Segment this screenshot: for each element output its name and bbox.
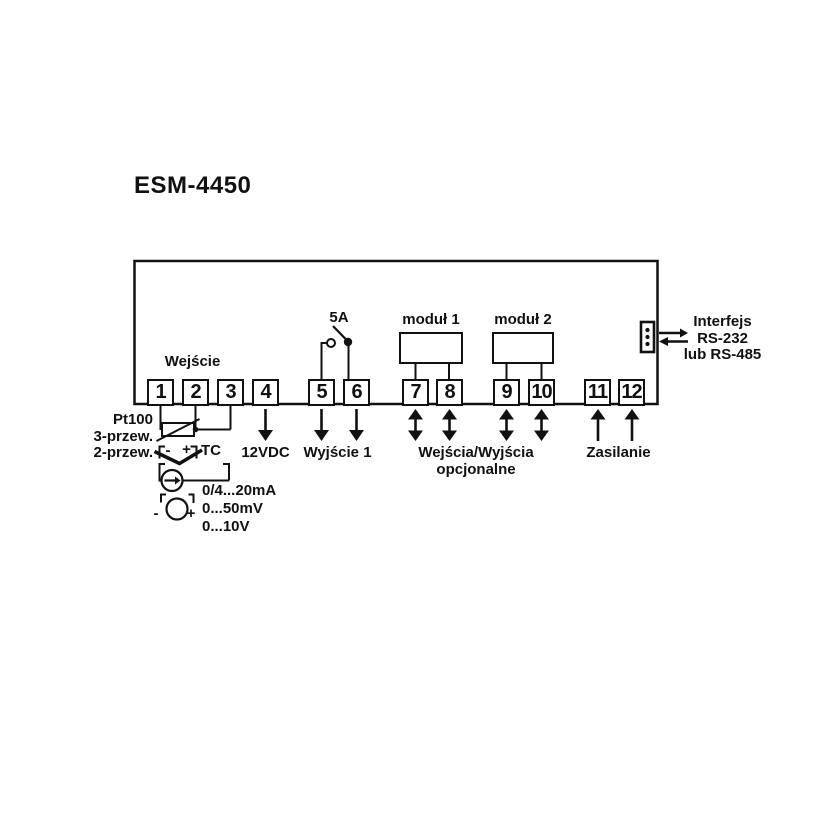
- junction-dot: [192, 426, 199, 433]
- interface-line1: Interfejs: [693, 313, 752, 330]
- down-arrow-icon: [499, 430, 514, 441]
- arrow-out-icon: [680, 328, 688, 338]
- v-range-label: 0...10V: [202, 518, 250, 535]
- pt100-label: Pt100: [112, 411, 153, 428]
- down-arrow-icon: [258, 430, 273, 441]
- terminal-4: 4: [252, 379, 279, 406]
- relay-contact-symbol: [320, 325, 353, 379]
- arrow-in-icon: [659, 337, 668, 346]
- bidirectional-arrows: [408, 409, 549, 441]
- up-arrow-icon: [624, 409, 640, 420]
- pt100-3wire-label: 3-przew.: [93, 427, 153, 445]
- device-enclosure-outline: [133, 259, 659, 406]
- module1-block: [399, 332, 463, 379]
- voltage-plus-sign: +: [186, 505, 196, 522]
- module1-label: moduł 1: [402, 311, 460, 328]
- serial-data-arrows: [659, 328, 688, 346]
- pt100-caption: Pt100 3-przew. 2-przew.: [63, 411, 153, 462]
- terminal-12: 12: [618, 379, 645, 406]
- voltage-source-symbol: [160, 493, 195, 521]
- terminal-3: 3: [217, 379, 244, 406]
- terminal-6: 6: [343, 379, 370, 406]
- up-arrow-icon: [442, 409, 457, 420]
- up-arrow-icon: [534, 409, 549, 420]
- tc-junction-chevron: [153, 448, 203, 466]
- down-arrow-icon: [349, 430, 364, 441]
- relay-rating-label: 5A: [329, 309, 349, 326]
- interface-line3: lub RS-485: [683, 346, 762, 363]
- tc-plus-sign: +: [182, 441, 191, 458]
- interface-line2: RS-232: [697, 329, 748, 347]
- terminal-10: 10: [528, 379, 555, 406]
- down-arrow-icon: [442, 430, 457, 441]
- power-arrows: [590, 409, 640, 441]
- input-label: Wejście: [164, 353, 221, 370]
- power-supply-label: Zasilanie: [586, 444, 651, 461]
- tc-minus-sign: -: [165, 442, 171, 459]
- terminal-5: 5: [308, 379, 335, 406]
- power-12vdc-label: 12VDC: [241, 444, 290, 461]
- terminal-8: 8: [436, 379, 463, 406]
- optional-io-line1: Wejścia/Wyjścia: [418, 444, 534, 461]
- module2-label: moduł 2: [494, 311, 552, 328]
- terminal-11: 11: [584, 379, 611, 406]
- pt100-2wire-label: 2-przew.: [93, 444, 153, 461]
- terminal-1: 1: [147, 379, 174, 406]
- pt100-wiring: [156, 405, 232, 442]
- down-arrow-icon: [534, 430, 549, 441]
- contact-pivot: [343, 337, 353, 347]
- down-arrow-icon: [314, 430, 329, 441]
- optional-io-caption: Wejścia/Wyjścia opcjonalne: [396, 444, 556, 478]
- down-arrows: [258, 409, 364, 441]
- mv-range-label: 0...50mV: [202, 500, 263, 517]
- serial-connector: [639, 320, 656, 354]
- up-arrow-icon: [499, 409, 514, 420]
- down-arrow-icon: [408, 430, 423, 441]
- serial-interface-caption: Interfejs RS-232 lub RS-485: [655, 313, 790, 364]
- terminal-2: 2: [182, 379, 209, 406]
- thermocouple-symbol: [153, 445, 203, 466]
- current-arrow-icon: [175, 476, 181, 485]
- up-arrow-icon: [408, 409, 423, 420]
- output1-label: Wyjście 1: [303, 444, 372, 461]
- contact-fixed-pole: [326, 338, 336, 348]
- module2-block: [492, 332, 554, 379]
- voltage-minus-sign: -: [153, 505, 159, 522]
- page-title: ESM-4450: [134, 172, 252, 199]
- terminal-7: 7: [402, 379, 429, 406]
- terminal-9: 9: [493, 379, 520, 406]
- up-arrow-icon: [590, 409, 606, 420]
- optional-io-line2: opcjonalne: [436, 460, 516, 478]
- tc-label: TC: [201, 442, 221, 459]
- current-source-symbol: [158, 463, 230, 493]
- current-range-label: 0/4...20mA: [202, 482, 277, 499]
